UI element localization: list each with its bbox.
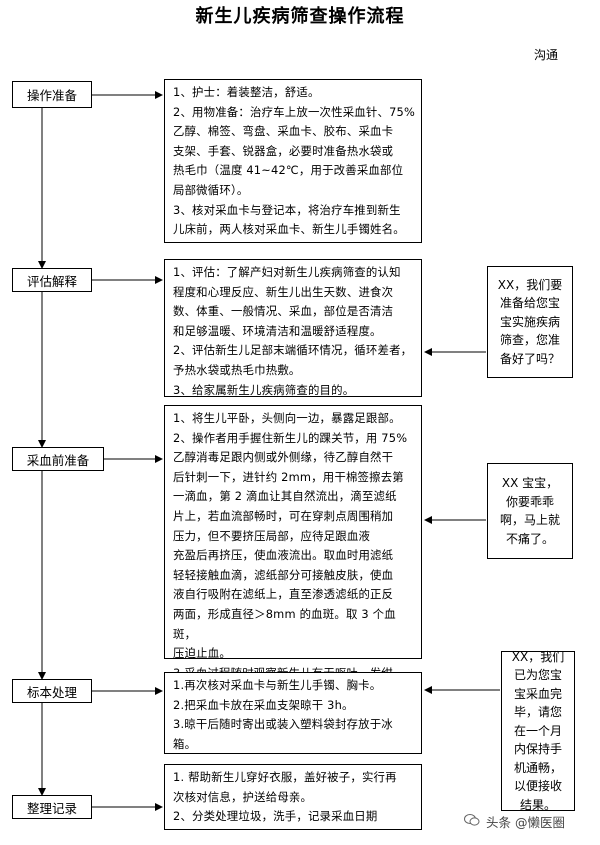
content-line: 2、分类处理垃圾，洗手，记录采血日期 xyxy=(173,809,378,824)
content-line: 压迫止血。 xyxy=(173,646,231,661)
content-box-4: 1.再次核对采血卡与新生儿手镯、胸卡。 2.把采血卡放在采血支架晾干 3h。 3… xyxy=(164,672,422,754)
step-box-5: 整理记录 xyxy=(12,795,92,819)
bubble-text: XX，我们要准备给您宝宝实施疾病筛查，您准备好了吗？ xyxy=(497,277,563,366)
content-line: 轻轻接触血滴，滤纸部分可接触皮肤，使血 xyxy=(173,567,394,582)
content-line: 予热水袋或热毛巾热敷。 xyxy=(173,362,301,377)
content-line: 2、用物准备：治疗车上放一次性采血针、75% xyxy=(173,104,415,119)
content-line: 1. 帮助新生儿穿好衣服，盖好被子，实行再 xyxy=(173,770,397,784)
content-line: 充盈后再挤压，使血液流出。取血时用滤纸 xyxy=(173,548,394,563)
step-label: 采血前准备 xyxy=(26,452,90,468)
bubble-text: XX 宝宝，你要乖乖啊，马上就不痛了。 xyxy=(499,476,560,546)
step-label: 评估解释 xyxy=(26,273,77,289)
content-line: 数、体重、一般情况、采血，部位是否清洁 xyxy=(173,304,394,319)
page-title: 新生儿疾病筛查操作流程 xyxy=(195,6,405,27)
content-line: 程度和心理反应、新生儿出生天数、进食次 xyxy=(173,284,394,299)
content-line: 1.再次核对采血卡与新生儿手镯、胸卡。 xyxy=(173,678,382,692)
content-box-3: 1、将生儿平卧，头侧向一边，暴露足跟部。 2、操作者用手握住新生儿的踝关节，用 … xyxy=(164,405,422,680)
wechat-icon xyxy=(464,814,480,826)
step-label: 操作准备 xyxy=(26,88,77,103)
content-line: 次核对信息，护送给母亲。 xyxy=(173,789,313,804)
content-line: 压力，但不要挤压局部，应待足跟血液 xyxy=(173,528,371,543)
speech-bubble-1: XX，我们要准备给您宝宝实施疾病筛查，您准备好了吗？ xyxy=(487,266,573,378)
bubble-text: XX，我们已为您宝宝采血完毕，请您在一个月内保持手机通畅，以便接收结果。 xyxy=(511,649,565,812)
content-line: 1、护士：着装整洁，舒适。 xyxy=(173,85,320,99)
content-line: 乙醇、棉签、弯盘、采血卡、胶布、采血卡 xyxy=(173,124,394,139)
step-label: 标本处理 xyxy=(26,684,77,700)
footer-watermark: 头条 @懒医圈 xyxy=(486,815,565,830)
content-line: 1、将生儿平卧，头侧向一边，暴露足跟部。 xyxy=(173,411,401,425)
speech-bubble-2: XX 宝宝，你要乖乖啊，马上就不痛了。 xyxy=(487,463,573,559)
content-box-2: 1、评估：了解产妇对新生儿疾病筛查的认知 程度和心理反应、新生儿出生天数、进食次… xyxy=(164,259,422,397)
content-line: 支架、手套、锐器盒，必要时准备热水袋或 xyxy=(173,143,394,158)
step-label: 整理记录 xyxy=(26,800,77,816)
content-line: 2、评估新生儿足部末端循环情况，循环差者， xyxy=(173,343,413,358)
step-box-3: 采血前准备 xyxy=(12,447,104,471)
content-line: 3、核对采血卡与登记本，将治疗车推到新生 xyxy=(173,202,401,217)
content-line: 箱。 xyxy=(173,736,197,751)
speech-bubble-3: XX，我们已为您宝宝采血完毕，请您在一个月内保持手机通畅，以便接收结果。 xyxy=(501,650,575,812)
content-line: 和足够温暖、环境清洁和温暖舒适程度。 xyxy=(173,323,382,338)
step-box-1: 操作准备 xyxy=(12,81,92,108)
content-line: 3.晾干后随时寄出或装入塑料袋封存放于冰 xyxy=(173,717,393,732)
content-line: 局部微循环）。 xyxy=(173,182,249,197)
content-line: 后针刺一下，进针约 2mm，用干棉签擦去第 xyxy=(173,469,404,484)
step-box-4: 标本处理 xyxy=(12,679,92,703)
communication-label: 沟通 xyxy=(534,48,559,62)
content-box-1: 1、护士：着装整洁，舒适。 2、用物准备：治疗车上放一次性采血针、75% 乙醇、… xyxy=(164,79,422,243)
content-line: 儿床前，两人核对采血卡、新生儿手镯姓名。 xyxy=(173,222,405,237)
content-line: 液自行吸附在滤纸上，直至渗透滤纸的正反 xyxy=(173,587,394,602)
content-line: 2.把采血卡放在采血支架晾干 3h。 xyxy=(173,697,354,712)
content-box-5: 1. 帮助新生儿穿好衣服，盖好被子，实行再 次核对信息，护送给母亲。 2、分类处… xyxy=(164,764,422,830)
step-box-2: 评估解释 xyxy=(12,268,92,292)
content-line: 1、评估：了解产妇对新生儿疾病筛查的认知 xyxy=(173,265,401,279)
content-line: 2、操作者用手握住新生儿的踝关节，用 75% xyxy=(173,430,408,445)
content-line: 乙醇消毒足跟内侧或外侧缘，待乙醇自然干 xyxy=(173,450,394,465)
content-line: 两面，形成直径＞8mm 的血斑。取 3 个血斑， xyxy=(173,606,396,641)
content-line: 3、给家属新生儿疾病筛查的目的。 xyxy=(173,382,355,397)
content-line: 一滴血，第 2 滴血让其自然流出，滴至滤纸 xyxy=(173,489,397,504)
content-line: 热毛巾（温度 41~42℃，用于改善采血部位 xyxy=(173,163,404,178)
content-line: 片上，若血流部畅时，可在穿刺点周围稍加 xyxy=(173,508,394,523)
